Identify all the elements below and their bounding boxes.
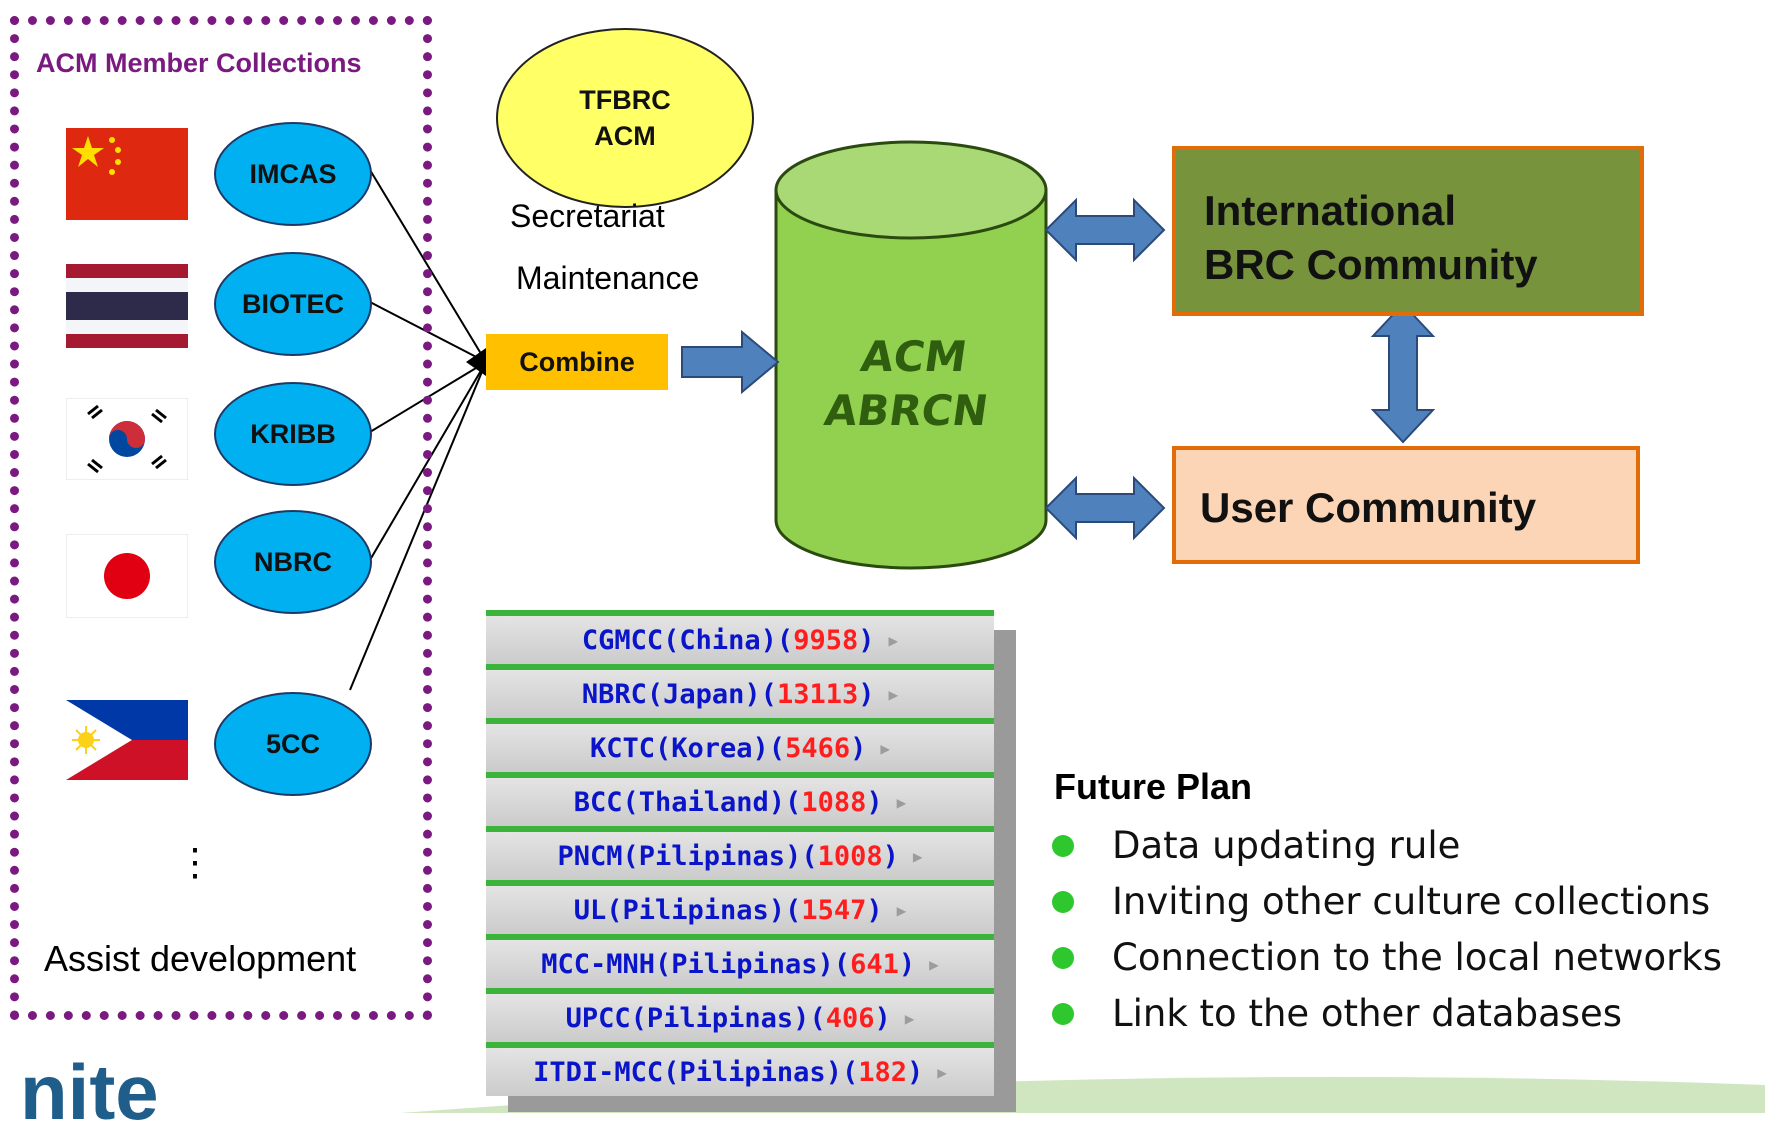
member-ellipse-biotec: BIOTEC	[214, 252, 372, 356]
db-list-item[interactable]: UPCC(Pilipinas)(406)▶	[486, 988, 994, 1042]
tfbrc-acm-ellipse: TFBRC ACM	[496, 28, 754, 208]
triangle-right-icon: ▶	[896, 900, 907, 920]
member-collections-title: ACM Member Collections	[36, 48, 362, 78]
database-label: ACM ABRCN	[772, 330, 1047, 438]
user-community-box: User Community	[1172, 446, 1640, 564]
database-label-line1: ACM	[857, 332, 970, 381]
tfbrc-line1: TFBRC	[579, 85, 671, 115]
triangle-right-icon: ▶	[912, 846, 923, 866]
future-plan-item: Link to the other databases	[1052, 986, 1764, 1042]
db-list-item[interactable]: NBRC(Japan)(13113)▶	[486, 664, 994, 718]
db-international-arrow	[1044, 197, 1166, 263]
international-line1: International	[1204, 187, 1457, 234]
triangle-right-icon: ▶	[888, 630, 899, 650]
db-list-item[interactable]: MCC-MNH(Pilipinas)(641)▶	[486, 934, 994, 988]
db-list-item[interactable]: UL(Pilipinas)(1547)▶	[486, 880, 994, 934]
db-list-item[interactable]: CGMCC(China)(9958)▶	[486, 610, 994, 664]
bullet-dot-icon	[1052, 835, 1074, 857]
triangle-right-icon: ▶	[929, 954, 939, 974]
db-user-arrow	[1044, 475, 1166, 541]
database-list: CGMCC(China)(9958)▶ NBRC(Japan)(13113)▶ …	[486, 610, 994, 1096]
triangle-right-icon: ▶	[896, 792, 907, 812]
korea-flag-icon	[66, 398, 188, 480]
future-plan-item: Connection to the local networks	[1052, 930, 1764, 986]
bullet-dot-icon	[1052, 891, 1074, 913]
triangle-right-icon: ▶	[888, 684, 899, 704]
future-plan-list: Data updating rule Inviting other cultur…	[1052, 818, 1764, 1042]
connector-arrowhead	[466, 348, 486, 376]
tfbrc-line2: ACM	[594, 121, 656, 151]
database-label-line2: ABRCN	[821, 386, 992, 435]
member-ellipse-5cc: 5CC	[214, 692, 372, 796]
diagram-graphics	[349, 140, 1765, 1113]
member-collections-box	[10, 16, 432, 1020]
combine-box: Combine	[486, 334, 668, 390]
triangle-right-icon: ▶	[904, 1008, 915, 1028]
international-community-box: International BRC Community	[1172, 146, 1644, 316]
db-list-item[interactable]: ITDI-MCC(Pilipinas)(182)▶	[486, 1042, 994, 1096]
international-user-arrow	[1370, 302, 1436, 444]
thailand-flag-icon	[66, 264, 188, 348]
japan-flag-icon	[66, 534, 188, 618]
maintenance-label: Maintenance	[516, 260, 700, 296]
combine-to-db-arrow	[681, 329, 780, 395]
member-ellipse-imcas: IMCAS	[214, 122, 372, 226]
philippines-flag-icon	[66, 700, 188, 780]
member-ellipse-kribb: KRIBB	[214, 382, 372, 486]
db-list-item[interactable]: PNCM(Pilipinas)(1008)▶	[486, 826, 994, 880]
international-line2: BRC Community	[1204, 241, 1538, 288]
db-list-item[interactable]: KCTC(Korea)(5466)▶	[486, 718, 994, 772]
database-cylinder	[774, 140, 1048, 570]
triangle-right-icon: ▶	[937, 1062, 947, 1082]
triangle-right-icon: ▶	[880, 738, 890, 758]
member-ellipse-nbrc: NBRC	[214, 510, 372, 614]
nite-logo: nite	[20, 1048, 159, 1136]
secretariat-label: Secretariat	[510, 198, 665, 234]
db-list-item[interactable]: BCC(Thailand)(1088)▶	[486, 772, 994, 826]
future-plan-item: Data updating rule	[1052, 818, 1764, 874]
assist-development-label: Assist development	[44, 938, 357, 979]
future-plan-title: Future Plan	[1054, 766, 1253, 807]
bullet-dot-icon	[1052, 947, 1074, 969]
bullet-dot-icon	[1052, 1003, 1074, 1025]
more-members-ellipsis: ⋮	[176, 842, 214, 884]
future-plan-item: Inviting other culture collections	[1052, 874, 1764, 930]
china-flag-icon	[66, 128, 188, 220]
